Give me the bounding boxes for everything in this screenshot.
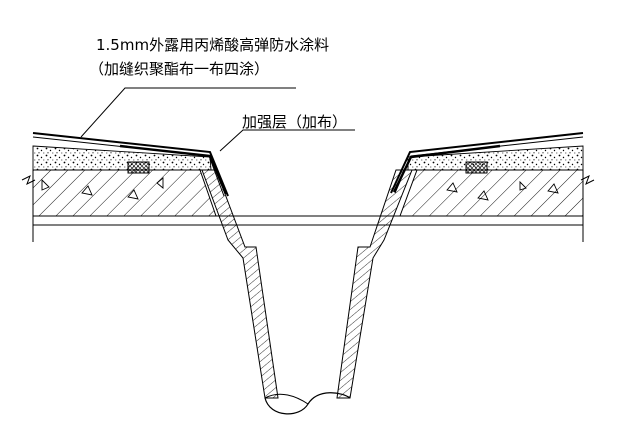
membrane-label-line2: （加缝织聚酯布一布四涂）	[89, 60, 270, 78]
drain-outlet	[201, 169, 413, 415]
slab-soffit	[32, 215, 584, 242]
break-marks	[21, 174, 595, 186]
right-roof-slab	[399, 169, 584, 217]
leveling-layer	[32, 145, 584, 171]
left-roof-slab	[32, 169, 217, 217]
leader-lines	[80, 87, 355, 152]
membrane-label-line1: 1.5mm外露用丙烯酸高弹防水涂料	[96, 36, 330, 54]
left-sealant-block	[127, 161, 150, 174]
right-sealant-block	[465, 161, 488, 174]
reinforcement-label: 加强层（加布）	[242, 113, 348, 131]
